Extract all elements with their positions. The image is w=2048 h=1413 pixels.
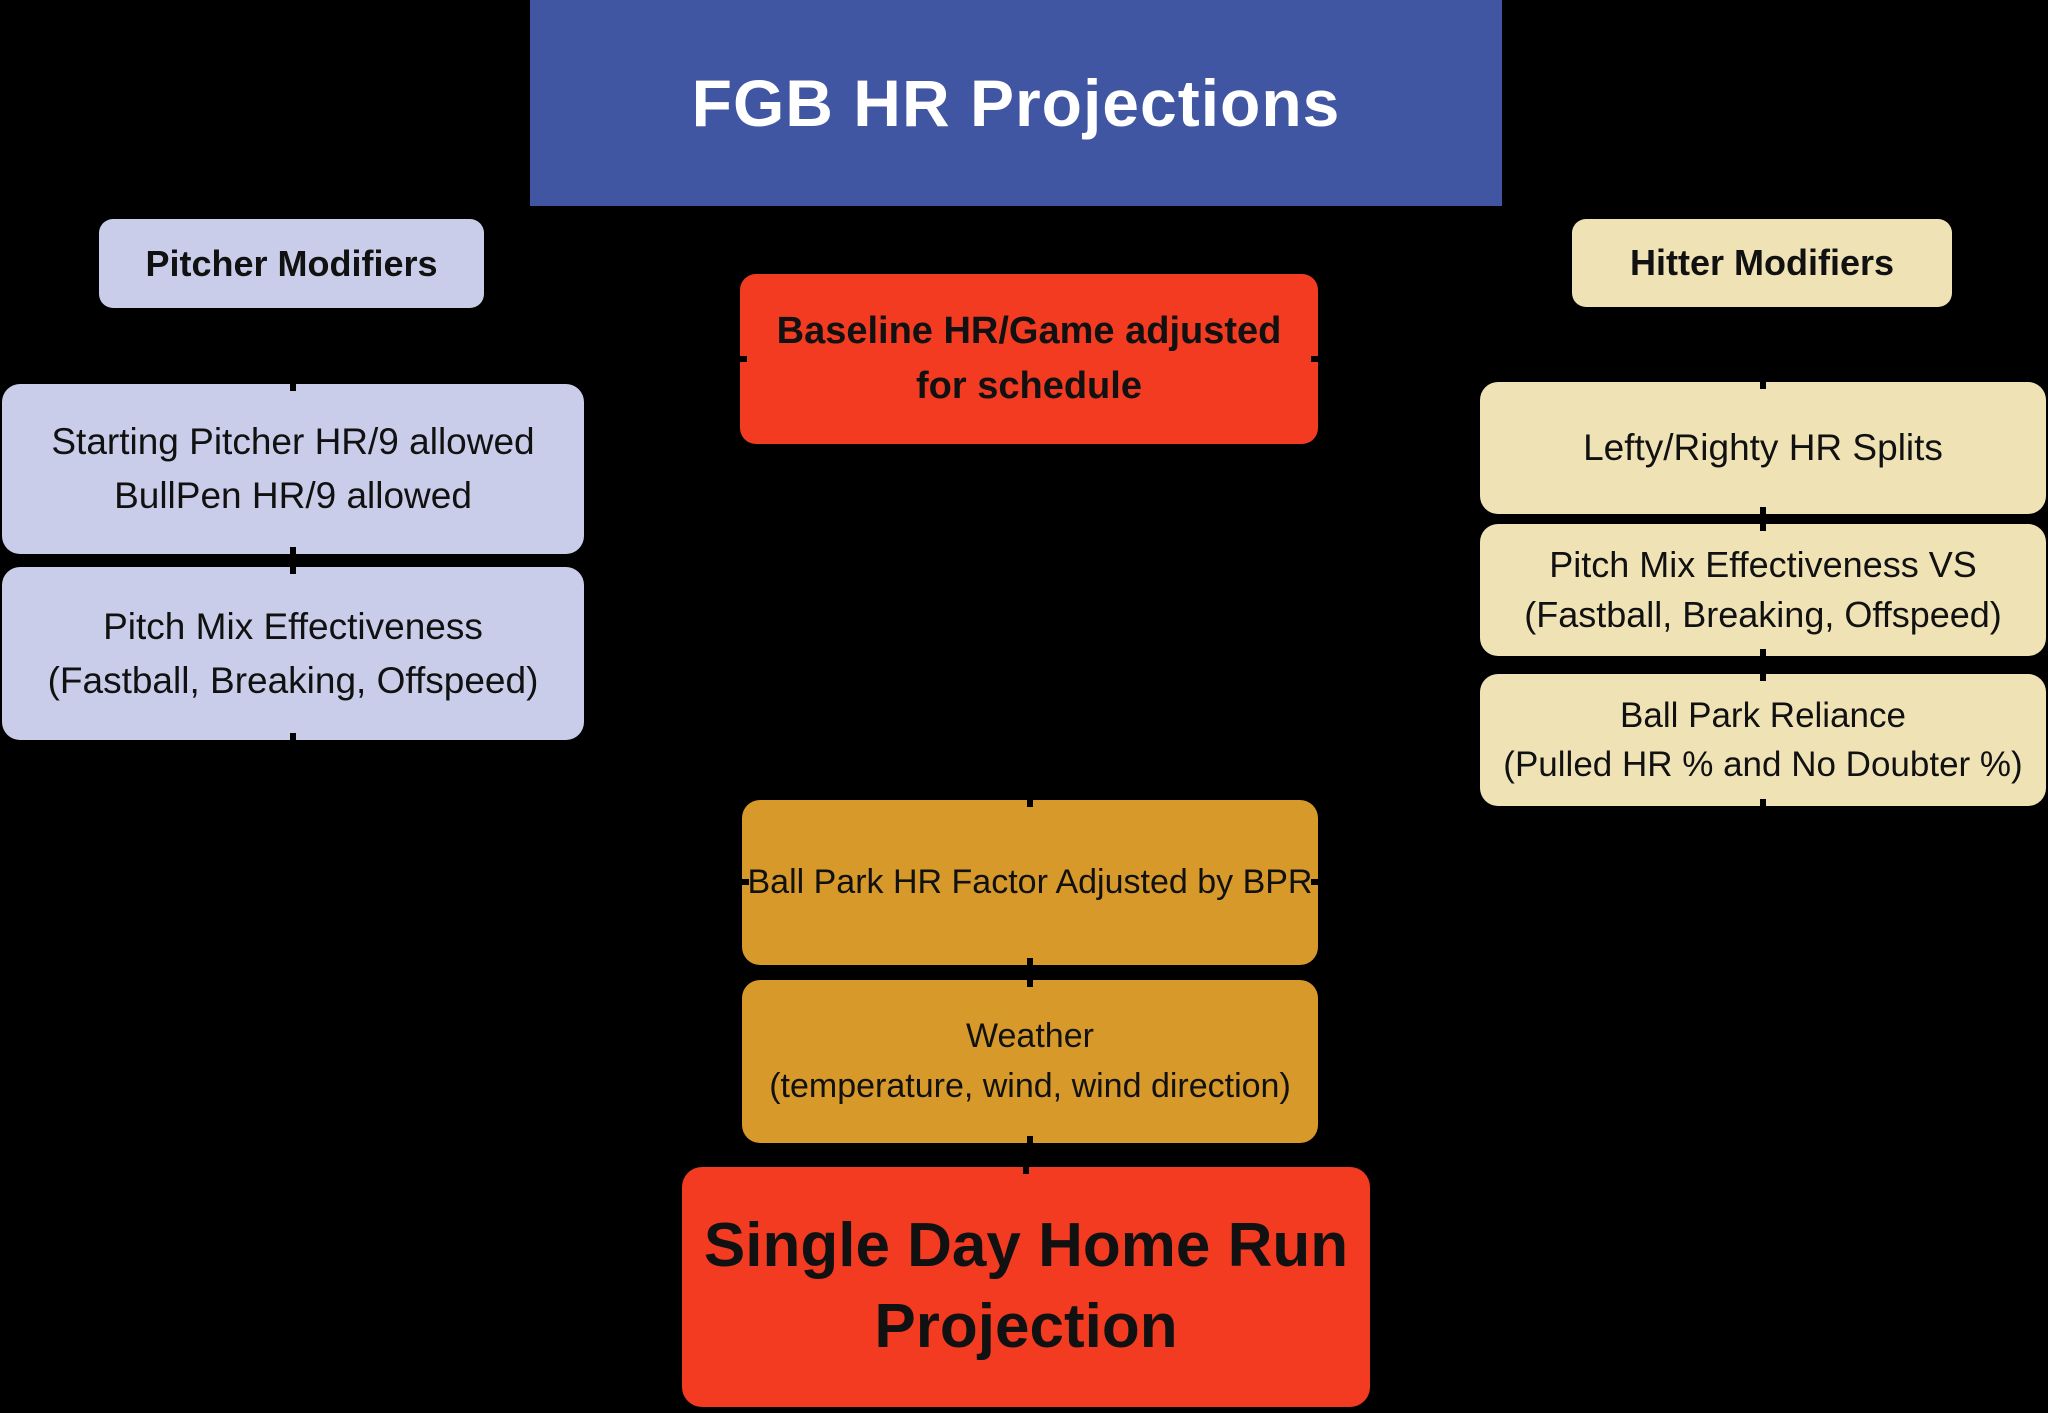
connector-tick	[1023, 1160, 1029, 1174]
connector-tick	[290, 560, 296, 574]
pitch-mix-effectiveness-label: Pitch Mix Effectiveness (Fastball, Break…	[47, 605, 539, 701]
weather-label: Weather (temperature, wind, wind directi…	[769, 1017, 1291, 1105]
connector-tick	[733, 356, 747, 362]
connector-tick	[1027, 1136, 1033, 1150]
connector-tick	[290, 547, 296, 561]
single-day-hr-projection-label: Single Day Home Run Projection	[703, 1211, 1349, 1361]
ball-park-hr-factor-label: Ball Park HR Factor Adjusted by BPR	[747, 863, 1313, 901]
connector-tick	[735, 879, 749, 885]
node-lefty-righty-splits: Lefty/Righty HR Splits	[1480, 382, 2046, 514]
title-banner: FGB HR Projections	[530, 0, 1502, 206]
node-pitch-mix-effectiveness: Pitch Mix Effectiveness (Fastball, Break…	[2, 567, 584, 740]
lefty-righty-splits-label: Lefty/Righty HR Splits	[1583, 427, 1943, 468]
hitter-modifiers-header: Hitter Modifiers	[1572, 219, 1952, 307]
connector-tick	[1311, 356, 1325, 362]
ball-park-reliance-label: Ball Park Reliance (Pulled HR % and No D…	[1503, 696, 2023, 784]
node-ball-park-reliance: Ball Park Reliance (Pulled HR % and No D…	[1480, 674, 2046, 806]
pitcher-modifiers-header: Pitcher Modifiers	[99, 219, 484, 308]
node-baseline-hr-game: Baseline HR/Game adjusted for schedule	[740, 274, 1318, 444]
connector-tick	[290, 733, 296, 747]
pitcher-modifiers-label: Pitcher Modifiers	[145, 242, 438, 284]
node-starting-pitcher-hr9: Starting Pitcher HR/9 allowed BullPen HR…	[2, 384, 584, 554]
connector-tick	[1027, 973, 1033, 987]
page-title: FGB HR Projections	[691, 66, 1341, 140]
connector-tick	[1760, 507, 1766, 521]
baseline-hr-game-label: Baseline HR/Game adjusted for schedule	[776, 309, 1282, 407]
connector-tick	[1027, 793, 1033, 807]
node-weather: Weather (temperature, wind, wind directi…	[742, 980, 1318, 1143]
node-ball-park-hr-factor: Ball Park HR Factor Adjusted by BPR	[742, 800, 1318, 965]
pitch-mix-effectiveness-vs-label: Pitch Mix Effectiveness VS (Fastball, Br…	[1524, 543, 2002, 635]
connector-tick	[290, 377, 296, 391]
connector-tick	[1760, 667, 1766, 681]
connector-tick	[1027, 958, 1033, 972]
starting-pitcher-hr9-label: Starting Pitcher HR/9 allowed BullPen HR…	[51, 421, 535, 516]
connector-tick	[1760, 375, 1766, 389]
connector-tick	[1311, 879, 1325, 885]
node-pitch-mix-effectiveness-vs: Pitch Mix Effectiveness VS (Fastball, Br…	[1480, 524, 2046, 656]
node-single-day-hr-projection: Single Day Home Run Projection	[682, 1167, 1370, 1407]
connector-tick	[1760, 517, 1766, 531]
hitter-modifiers-label: Hitter Modifiers	[1629, 242, 1895, 283]
connector-tick	[1760, 799, 1766, 813]
connector-tick	[1760, 649, 1766, 663]
